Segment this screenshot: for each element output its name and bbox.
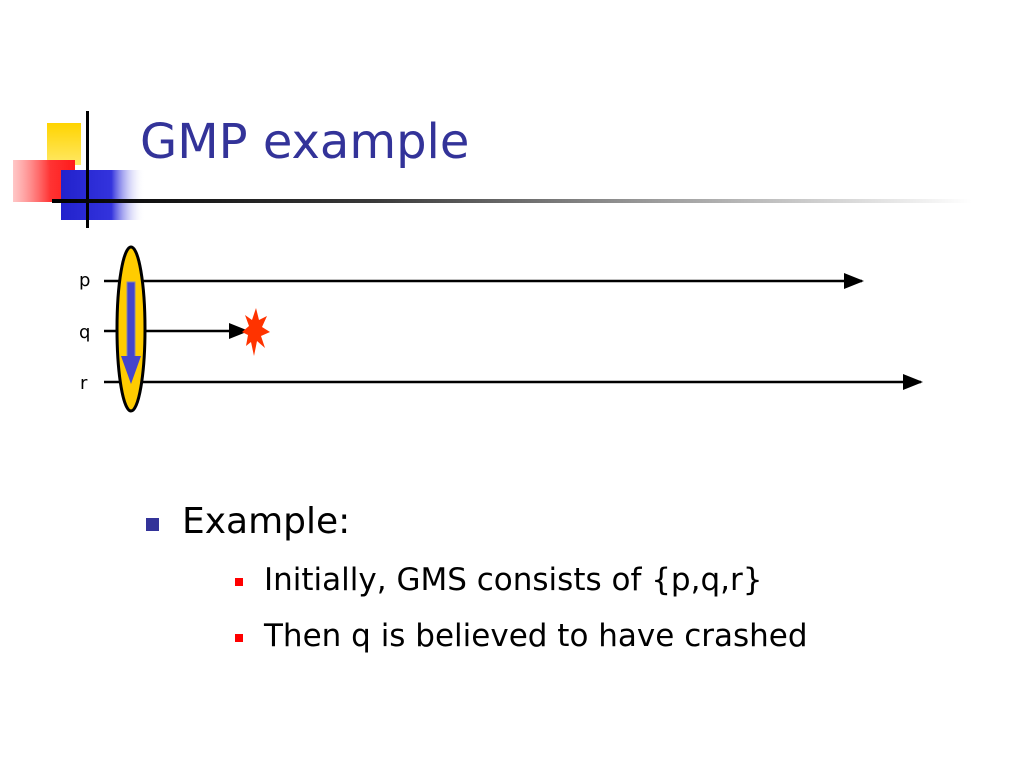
deco-vertical-rule xyxy=(86,111,89,228)
view-arrow-shaft xyxy=(126,281,136,358)
bullet-sublist: Initially, GMS consists of {p,q,r} Then … xyxy=(196,552,808,664)
process-label-r: r xyxy=(80,373,88,394)
crash-burst-icon xyxy=(242,308,270,356)
process-label-q: q xyxy=(79,322,90,343)
bullet-text-main: Example: xyxy=(182,501,351,542)
sub-bullet-square-icon xyxy=(235,634,243,642)
title-underline xyxy=(52,199,972,203)
bullet-text-sub-2: Then q is believed to have crashed xyxy=(264,618,808,654)
bullet-text-sub-1: Initially, GMS consists of {p,q,r} xyxy=(264,562,763,598)
bullet-list: Example: Initially, GMS consists of {p,q… xyxy=(144,498,808,664)
sub-bullet-square-icon xyxy=(235,578,243,586)
process-timeline-diagram: p q r xyxy=(79,245,923,413)
slide-title: GMP example xyxy=(140,114,470,170)
deco-yellow-square xyxy=(47,123,81,165)
deco-blue-square xyxy=(61,170,145,220)
process-label-p: p xyxy=(79,270,90,291)
bullet-item-sub-1: Initially, GMS consists of {p,q,r} xyxy=(196,552,808,608)
bullet-item-sub-2: Then q is believed to have crashed xyxy=(196,608,808,664)
view-arrow-head xyxy=(121,356,141,384)
corner-decoration xyxy=(13,111,145,228)
bullet-item-main: Example: Initially, GMS consists of {p,q… xyxy=(144,498,808,664)
bullet-square-icon xyxy=(146,518,159,531)
